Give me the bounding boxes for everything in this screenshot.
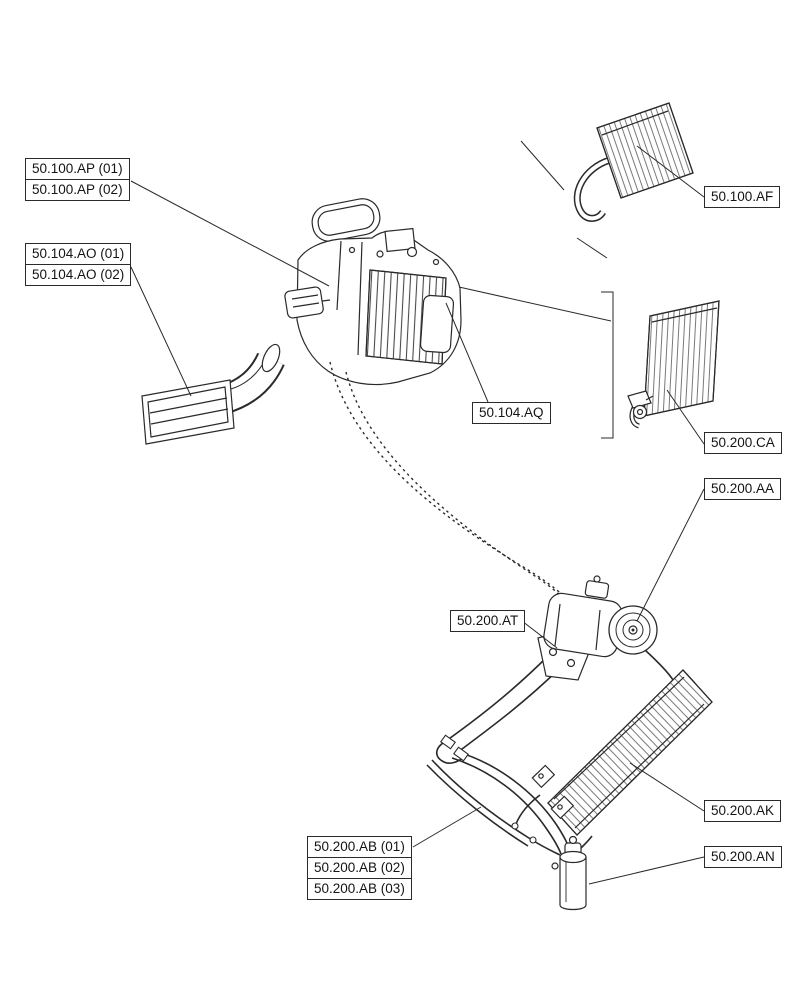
callout-50-100-ap[interactable]: 50.100.AP (01) 50.100.AP (02) [25, 158, 130, 201]
callout-50-100-af[interactable]: 50.100.AF [704, 186, 781, 208]
callout-50-104-ao[interactable]: 50.104.AO (01) 50.104.AO (02) [25, 243, 132, 286]
leader-lines [130, 140, 705, 885]
air-duct-drawing [141, 343, 285, 445]
part-code[interactable]: 50.100.AP (01) [25, 158, 130, 180]
leader-ab [412, 806, 482, 848]
part-code[interactable]: 50.200.AB (03) [307, 878, 412, 900]
leader-aa [636, 488, 705, 622]
hvac-housing-drawing [284, 198, 462, 386]
callout-50-200-at[interactable]: 50.200.AT [450, 610, 526, 632]
callout-50-200-ab[interactable]: 50.200.AB (01) 50.200.AB (02) 50.200.AB … [307, 836, 412, 900]
part-code[interactable]: 50.200.AA [704, 478, 782, 500]
part-code[interactable]: 50.100.AF [704, 186, 781, 208]
receiver-drier-drawing [551, 835, 587, 911]
part-code[interactable]: 50.200.AB (01) [307, 836, 412, 858]
bracket-line [576, 237, 608, 259]
compressor-drawing [537, 575, 658, 681]
part-code[interactable]: 50.104.AQ [472, 402, 551, 424]
part-code[interactable]: 50.200.AT [450, 610, 526, 632]
leader-ao [130, 266, 192, 397]
part-code[interactable]: 50.200.AB (02) [307, 857, 412, 879]
bracket-line [520, 140, 565, 191]
callout-50-200-an[interactable]: 50.200.AN [704, 846, 782, 868]
evaporator-drawing [627, 300, 720, 429]
heater-core-drawing [573, 102, 694, 222]
leader-aq [445, 302, 489, 403]
leader-ap [130, 180, 330, 287]
part-code[interactable]: 50.200.AK [704, 800, 782, 822]
leader-an [588, 856, 705, 885]
part-code[interactable]: 50.100.AP (02) [25, 179, 130, 201]
leader-af [636, 145, 705, 198]
part-code[interactable]: 50.200.CA [704, 432, 782, 454]
callout-50-200-ak[interactable]: 50.200.AK [704, 800, 782, 822]
part-code[interactable]: 50.104.AO (01) [25, 243, 132, 265]
leader-ca [666, 389, 705, 445]
callout-50-200-ca[interactable]: 50.200.CA [704, 432, 782, 454]
part-code[interactable]: 50.104.AO (02) [25, 264, 132, 286]
leader-ak [629, 762, 705, 812]
part-code[interactable]: 50.200.AN [704, 846, 782, 868]
condenser-drawing [531, 669, 713, 836]
callout-50-200-aa[interactable]: 50.200.AA [704, 478, 782, 500]
group-bracket [601, 291, 614, 439]
leader-at [521, 620, 558, 649]
callout-50-104-aq[interactable]: 50.104.AQ [472, 402, 551, 424]
bracket-line [458, 286, 612, 322]
